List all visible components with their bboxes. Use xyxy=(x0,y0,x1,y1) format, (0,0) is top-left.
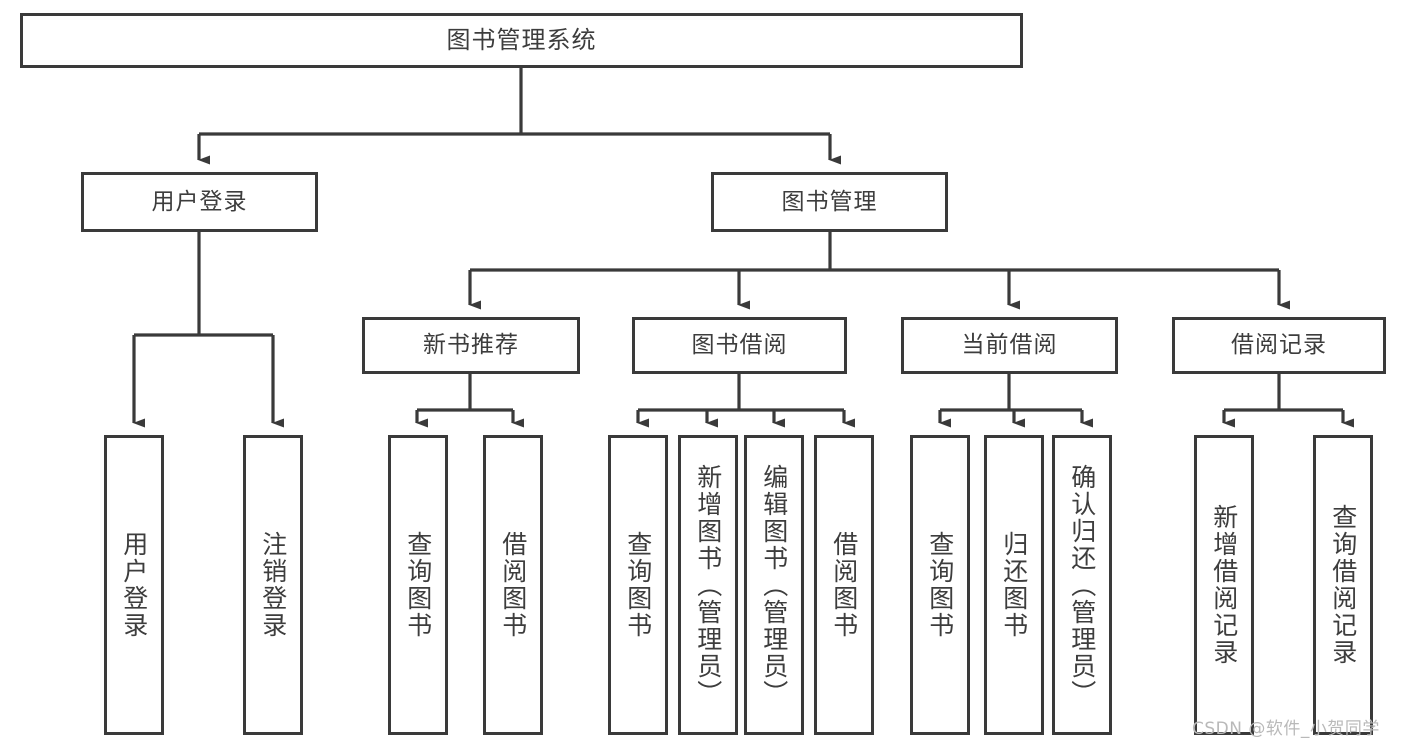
node-label: 借阅记录 xyxy=(1231,332,1327,359)
node-label: 图书管理 xyxy=(781,188,878,215)
node-label: 新书推荐 xyxy=(423,332,519,359)
node-label: 查询图书 xyxy=(925,531,955,639)
node-user-login[interactable]: 用户登录 xyxy=(81,172,318,232)
leaf-query-book-current[interactable]: 查询图书 xyxy=(910,435,970,735)
leaf-query-book-recommend[interactable]: 查询图书 xyxy=(388,435,448,735)
node-label: 借阅图书 xyxy=(829,531,859,639)
node-label: 查询图书 xyxy=(403,531,433,639)
leaf-add-book-admin[interactable]: 新增图书（管理员） xyxy=(678,435,738,735)
leaf-user-logout[interactable]: 注销登录 xyxy=(243,435,303,735)
node-label: 注销登录 xyxy=(258,531,288,639)
leaf-edit-book-admin[interactable]: 编辑图书（管理员） xyxy=(744,435,804,735)
node-label: 图书管理系统 xyxy=(446,25,597,54)
node-book-management[interactable]: 图书管理 xyxy=(711,172,948,232)
node-label: 查询图书 xyxy=(623,531,653,639)
node-borrow-record[interactable]: 借阅记录 xyxy=(1172,317,1386,374)
node-label: 归还图书 xyxy=(999,531,1029,639)
node-label: 借阅图书 xyxy=(498,531,528,639)
leaf-borrow-book-recommend[interactable]: 借阅图书 xyxy=(483,435,543,735)
leaf-user-login[interactable]: 用户登录 xyxy=(104,435,164,735)
leaf-confirm-return-admin[interactable]: 确认归还（管理员） xyxy=(1052,435,1112,735)
csdn-watermark: CSDN @软件_小贺同学 xyxy=(1192,719,1380,739)
node-current-borrow[interactable]: 当前借阅 xyxy=(901,317,1118,374)
leaf-return-book[interactable]: 归还图书 xyxy=(984,435,1044,735)
node-label: 用户登录 xyxy=(119,531,149,639)
node-label: 用户登录 xyxy=(151,188,248,215)
node-root[interactable]: 图书管理系统 xyxy=(20,13,1023,68)
node-label: 编辑图书（管理员） xyxy=(759,463,789,707)
leaf-query-borrow-record[interactable]: 查询借阅记录 xyxy=(1313,435,1373,735)
node-label: 确认归还（管理员） xyxy=(1067,463,1097,707)
node-label: 新增图书（管理员） xyxy=(693,463,723,707)
node-label: 当前借阅 xyxy=(961,332,1058,359)
node-label: 图书借阅 xyxy=(691,332,788,359)
node-book-borrow[interactable]: 图书借阅 xyxy=(632,317,847,374)
leaf-query-book-borrow[interactable]: 查询图书 xyxy=(608,435,668,735)
leaf-add-borrow-record[interactable]: 新增借阅记录 xyxy=(1194,435,1254,735)
leaf-borrow-book[interactable]: 借阅图书 xyxy=(814,435,874,735)
node-new-book-recommend[interactable]: 新书推荐 xyxy=(362,317,580,374)
node-label: 查询借阅记录 xyxy=(1328,504,1358,666)
node-label: 新增借阅记录 xyxy=(1209,504,1239,666)
